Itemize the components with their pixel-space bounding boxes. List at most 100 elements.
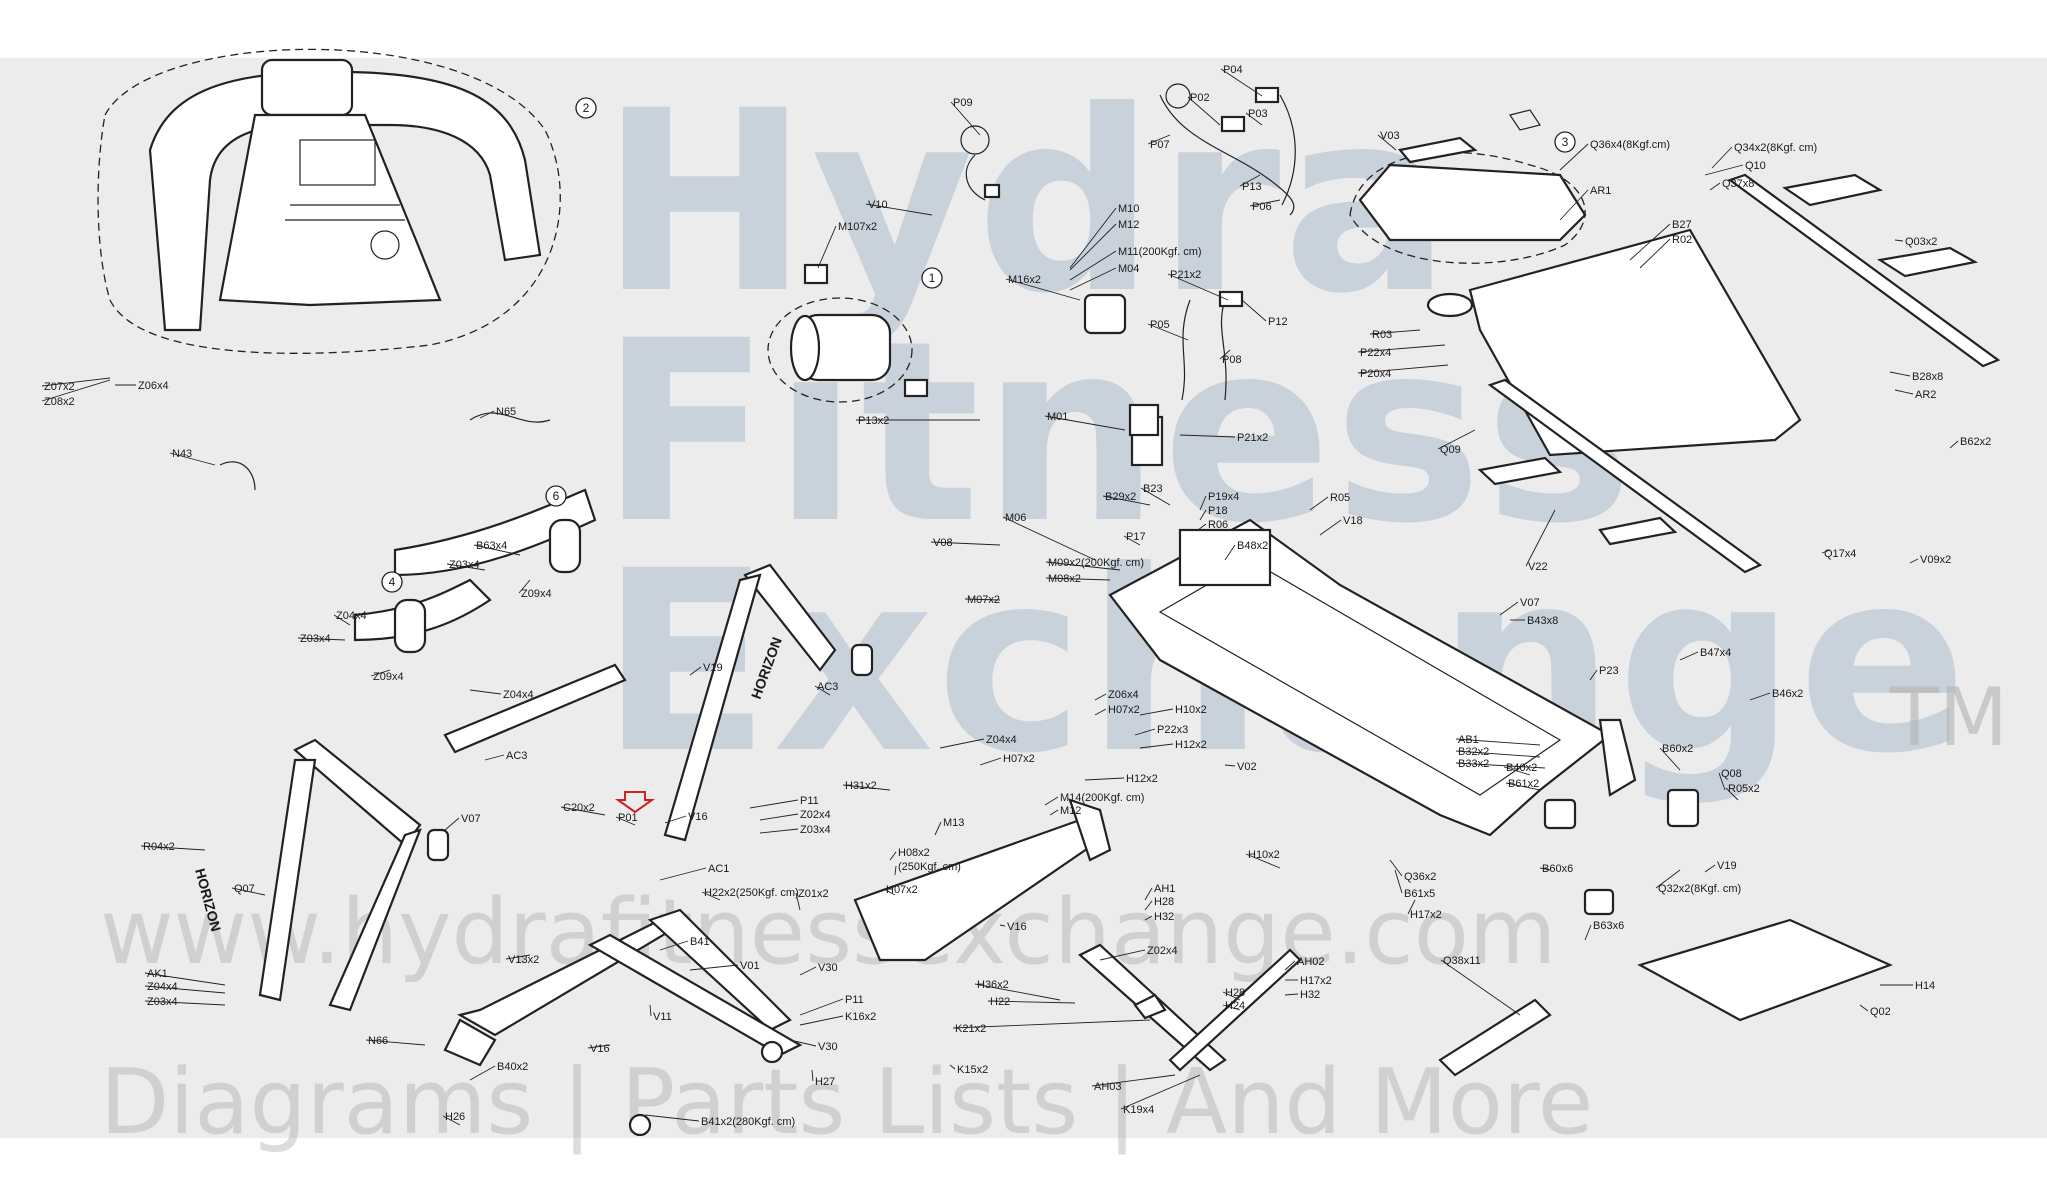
leader-line (1909, 558, 1919, 564)
part-label: AH02 (1297, 956, 1325, 968)
part-label: K21x2 (955, 1023, 986, 1035)
part-label: H27 (815, 1076, 835, 1088)
part-label: B63x4 (476, 540, 507, 552)
leader-line (1894, 239, 1904, 242)
group-callout: 3 (1554, 131, 1576, 153)
part-label: P11 (845, 994, 864, 1006)
leader-line (1539, 867, 1551, 871)
part-label: Z03x4 (147, 996, 178, 1008)
leader-line (1134, 728, 1156, 736)
leader-line (1241, 299, 1267, 322)
part-label: Z08x2 (44, 396, 75, 408)
part-label: Z04x4 (336, 610, 367, 622)
part-label: B33x2 (1458, 758, 1489, 770)
leader-line (817, 225, 837, 269)
part-label: B60x6 (1542, 863, 1573, 875)
leader-line (365, 1039, 426, 1046)
leader-line (1239, 174, 1261, 187)
part-label: B32x2 (1458, 746, 1489, 758)
part-label: Q37x8 (1722, 178, 1754, 190)
part-label: V03 (1380, 130, 1400, 142)
part-label: P19x4 (1208, 491, 1239, 503)
leader-line (1044, 415, 1126, 431)
part-label: M12 (1118, 219, 1139, 231)
part-label: Q36x2 (1404, 871, 1436, 883)
leader-line (1639, 238, 1671, 269)
leader-line (749, 799, 799, 809)
leader-line (1859, 1004, 1869, 1012)
leader-line (1704, 164, 1744, 176)
leader-line (1525, 509, 1556, 567)
part-label: AR2 (1915, 389, 1936, 401)
leader-line (479, 410, 495, 419)
callout-circle (575, 97, 597, 119)
leader-line (1407, 899, 1416, 915)
leader-line (1377, 134, 1397, 151)
part-label: V18 (1343, 515, 1363, 527)
part-label: V10 (868, 199, 888, 211)
part-label: Z03x4 (800, 824, 831, 836)
leader-line (231, 887, 266, 896)
part-label: B41x2(280Kgf. cm) (701, 1116, 795, 1128)
part-label: P17 (1126, 531, 1146, 543)
leader-line (759, 828, 799, 834)
part-label: Z06x4 (138, 380, 169, 392)
small-parts (219, 109, 1700, 916)
leader-line (1711, 146, 1733, 169)
part-label: AK1 (147, 968, 168, 980)
leader-line (1139, 743, 1174, 749)
leader-line (949, 1064, 956, 1070)
part-label: Q07 (234, 883, 255, 895)
part-label: Z09x4 (373, 671, 404, 683)
part-label: M13 (943, 817, 964, 829)
part-label: B47x4 (1700, 647, 1731, 659)
leader-line (950, 101, 981, 136)
part-label: K15x2 (957, 1064, 988, 1076)
part-label: V07 (461, 813, 481, 825)
leader-line (1102, 495, 1151, 506)
leader-line (1069, 250, 1117, 281)
callout-circle (921, 267, 943, 289)
leader-line (1679, 651, 1699, 661)
upright-left (258, 738, 450, 1012)
part-label: AB1 (1458, 734, 1479, 746)
leader-line (1821, 549, 1831, 554)
part-label: Z09x4 (521, 588, 552, 600)
leader-line (1199, 509, 1207, 521)
part-label: V22 (1528, 561, 1548, 573)
part-label: V16 (688, 811, 708, 823)
console-assembly (97, 48, 561, 354)
part-label: P13x2 (858, 415, 889, 427)
part-label: AC3 (817, 681, 838, 693)
leader-line (1045, 577, 1111, 581)
callout-number: 6 (553, 489, 560, 503)
leader-line (979, 757, 1002, 766)
part-label: R02 (1672, 234, 1692, 246)
part-label: B41 (690, 936, 710, 948)
part-label: Z02x4 (800, 809, 831, 821)
group-callout: 1 (921, 267, 943, 289)
part-label: H26 (445, 1111, 465, 1123)
part-label: P02 (1190, 92, 1210, 104)
leader-line (444, 817, 460, 831)
leader-line (1049, 809, 1059, 816)
part-label: H22 (990, 996, 1010, 1008)
leader-line (1559, 189, 1589, 221)
leader-line (1559, 143, 1589, 171)
leader-line (1167, 273, 1229, 301)
part-label: V16 (590, 1043, 610, 1055)
leader-line (1440, 959, 1521, 1016)
leader-line (811, 1069, 814, 1082)
leader-line (1725, 787, 1739, 801)
leader-line (1069, 207, 1117, 269)
base-frame (443, 908, 803, 1137)
leader-line (1505, 782, 1541, 791)
leader-line (664, 815, 687, 824)
part-label: H10x2 (1248, 849, 1280, 861)
leader-line (789, 1039, 817, 1047)
part-label: M16x2 (1008, 274, 1041, 286)
part-label: P05 (1150, 319, 1170, 331)
indicator-arrow (614, 791, 656, 814)
leader-line (1140, 487, 1171, 506)
leader-line (1309, 496, 1329, 511)
